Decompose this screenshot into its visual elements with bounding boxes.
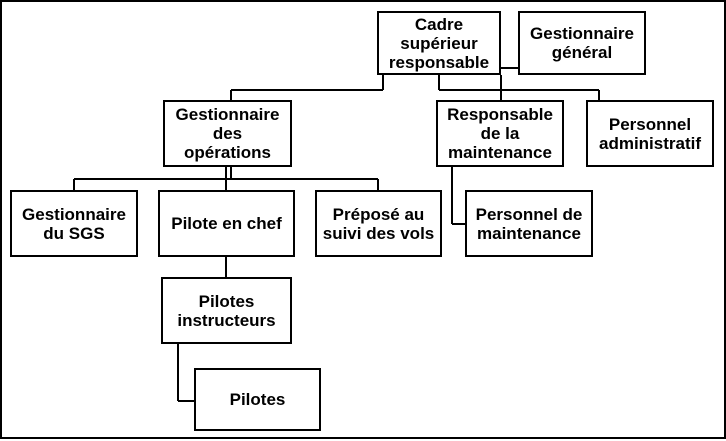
box-gestionnaire-sgs: Gestionnaire du SGS bbox=[10, 190, 138, 257]
label-prepose-suivi-vols: Préposé au suivi des vols bbox=[322, 204, 435, 243]
label-pilote-en-chef: Pilote en chef bbox=[171, 214, 282, 233]
label-responsable-maintenance: Responsable de la maintenance bbox=[447, 105, 553, 162]
box-prepose-suivi-vols: Préposé au suivi des vols bbox=[315, 190, 442, 257]
box-personnel-administratif: Personnel administratif bbox=[586, 100, 714, 167]
box-pilote-en-chef: Pilote en chef bbox=[158, 190, 295, 257]
label-pilotes-instructeurs: Pilotes instructeurs bbox=[177, 291, 276, 330]
label-personnel-administratif: Personnel administratif bbox=[598, 114, 702, 153]
label-gestionnaire-operations: Gestionnaire des opérations bbox=[175, 105, 280, 162]
box-personnel-maintenance: Personnel de maintenance bbox=[465, 190, 593, 257]
label-cadre-superieur: Cadre supérieur responsable bbox=[388, 14, 490, 72]
label-personnel-maintenance: Personnel de maintenance bbox=[475, 204, 583, 243]
box-cadre-superieur: Cadre supérieur responsable bbox=[377, 11, 501, 75]
box-gestionnaire-operations: Gestionnaire des opérations bbox=[163, 100, 292, 167]
label-gestionnaire-sgs: Gestionnaire du SGS bbox=[22, 204, 126, 243]
label-gestionnaire-general: Gestionnaire général bbox=[530, 24, 634, 62]
box-pilotes: Pilotes bbox=[194, 368, 321, 431]
box-responsable-maintenance: Responsable de la maintenance bbox=[436, 100, 564, 167]
box-gestionnaire-general: Gestionnaire général bbox=[518, 11, 646, 75]
label-pilotes: Pilotes bbox=[229, 390, 286, 409]
box-pilotes-instructeurs: Pilotes instructeurs bbox=[161, 277, 292, 344]
